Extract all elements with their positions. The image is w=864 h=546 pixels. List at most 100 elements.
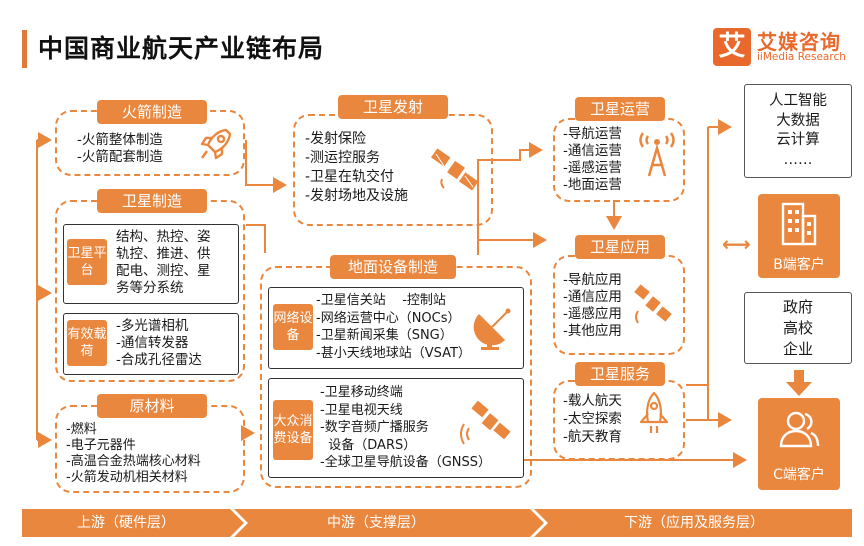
satellite-services-title: 卫星服务 (575, 362, 665, 386)
services-item: -航天教育 (563, 429, 622, 445)
rocket-items: -火箭整体制造 -火箭配套制造 (77, 132, 163, 166)
applications-items: -导航应用 -通信应用 -遥感应用 -其他应用 (563, 272, 622, 340)
rocket-item: -火箭配套制造 (77, 149, 163, 165)
satellite-platform-lines: 结构、热控、姿 轨控、推进、供 配电、测控、星 务等分系统 (116, 229, 211, 297)
applications-item: -导航应用 (563, 272, 622, 288)
c-customer-label: C端客户 (773, 467, 825, 483)
consumer-item: -数字音频广播服务 (320, 420, 429, 435)
platform-line: 轨控、推进、供 (116, 246, 211, 262)
footer-upstream-label: 上游（硬件层） (77, 515, 175, 531)
tech-item: 云计算 (776, 132, 820, 148)
consumer-item: -全球卫星导航设备（GNSS） (320, 455, 491, 470)
applications-item: -遥感应用 (563, 306, 622, 322)
operations-item: -通信运营 (563, 143, 622, 159)
network-item: -卫星信关站 -控制站 (316, 293, 446, 308)
mid-to-ops-arrow (477, 142, 543, 255)
launch-item: -测运控服务 (305, 150, 381, 166)
title-accent-bar (22, 30, 27, 68)
users-icon (779, 411, 820, 448)
b-customer-box (758, 194, 840, 278)
tech-item: 大数据 (776, 112, 820, 129)
platform-line: 结构、热控、姿 (116, 229, 211, 245)
payload-item: -通信转发器 (116, 335, 189, 351)
rocket-manufacturing-title: 火箭制造 (97, 100, 207, 124)
materials-item: -电子元器件 (66, 438, 136, 453)
satellite-signal-icon (460, 400, 511, 445)
satellite-manufacturing-title: 卫星制造 (97, 189, 207, 213)
org-to-c-arrow (786, 370, 812, 396)
tech-item: 人工智能 (769, 93, 827, 109)
operations-items: -导航运营 -通信运营 -遥感运营 -地面运营 (563, 126, 622, 194)
materials-item: -高温合金热端核心材料 (66, 454, 201, 469)
raw-materials-title: 原材料 (97, 394, 207, 418)
b-customer-label: B端客户 (773, 257, 825, 273)
services-item: -载人航天 (563, 393, 622, 409)
brand-logo-mark: 艾 (713, 28, 751, 66)
org-item: 政府 (782, 298, 813, 316)
satellite-icon (431, 148, 479, 191)
satellite-applications-title: 卫星应用 (575, 235, 665, 259)
payload-items: -多光谱相机 -通信转发器 -合成孔径雷达 (116, 318, 202, 369)
network-equipment-label: 网络设备 (273, 304, 313, 350)
satellite-dish-icon (473, 308, 511, 350)
applications-item: -其他应用 (563, 323, 622, 339)
brand-name-cn: 艾媒咨询 (757, 30, 841, 54)
org-item: 高校 (782, 319, 813, 337)
consumer-item: 设备（DARS） (320, 437, 417, 453)
satellite-app-icon (634, 284, 672, 324)
footer-upstream-segment (22, 509, 244, 537)
payload-item: -合成孔径雷达 (116, 352, 202, 368)
tech-box (744, 84, 852, 178)
tech-item: …… (783, 151, 813, 168)
footer-downstream-label: 下游（应用及服务层） (624, 515, 764, 531)
footer-band (22, 509, 852, 537)
satellite-operations-title: 卫星运营 (575, 97, 665, 121)
launch-item: -发射保险 (305, 131, 367, 147)
services-items: -载人航天 -太空探索 -航天教育 (563, 392, 622, 446)
operations-item: -导航运营 (563, 126, 622, 142)
applications-item: -通信应用 (563, 289, 622, 305)
operations-item: -遥感运营 (563, 160, 622, 176)
building-icon (781, 202, 817, 246)
satellite-platform-label: 卫星平台 (67, 239, 107, 285)
b-customer-double-arrow: ⟷ (722, 232, 751, 256)
platform-line: 务等分系统 (116, 280, 184, 296)
materials-item: -火箭发动机相关材料 (66, 470, 188, 485)
rocket-item: -火箭整体制造 (77, 132, 163, 148)
rocket-icon (200, 128, 232, 160)
launch-items: -发射保险 -测运控服务 -卫星在轨交付 -发射场地及设施 (305, 130, 408, 206)
network-item: -甚小天线地球站（VSAT） (316, 345, 471, 361)
consumer-equipment-box (268, 378, 524, 478)
brand-name-en: iiMedia Research (757, 51, 846, 63)
materials-item: -燃料 (66, 422, 97, 437)
org-items: 政府 高校 企业 (744, 297, 852, 360)
consumer-item: -卫星移动终端 (320, 385, 403, 400)
network-item: -卫星新闻采集（SNG） (316, 328, 453, 343)
launch-item: -卫星在轨交付 (305, 169, 395, 185)
platform-line: 配电、测控、星 (116, 263, 211, 279)
consumer-equipment-label: 大众消费设备 (273, 400, 313, 460)
payload-item: -多光谱相机 (116, 318, 189, 334)
services-item: -太空探索 (563, 411, 622, 427)
consumer-items: -卫星移动终端 -卫星电视天线 -数字音频广播服务 设备（DARS） -全球卫星… (320, 384, 491, 472)
network-items: -卫星信关站 -控制站 -网络运营中心（NOCs） -卫星新闻采集（SNG） -… (316, 292, 471, 362)
tech-items: 人工智能 大数据 云计算 …… (744, 92, 852, 170)
footer-midstream-label: 中游（支撑层） (327, 515, 425, 531)
footer-midstream-segment (234, 509, 544, 537)
consumer-item: -卫星电视天线 (320, 402, 403, 418)
ground-equipment-title: 地面设备制造 (330, 255, 456, 279)
footer-downstream-segment (534, 509, 852, 537)
org-box (744, 292, 852, 364)
payload-label: 有效载荷 (67, 320, 107, 366)
operations-item: -地面运营 (563, 177, 622, 193)
launch-item: -发射场地及设施 (305, 188, 409, 204)
org-item: 企业 (782, 340, 813, 358)
rocket-to-launch-arrow (245, 140, 287, 193)
raw-materials-items: -燃料 -电子元器件 -高温合金热端核心材料 -火箭发动机相关材料 (66, 422, 201, 486)
page-title: 中国商业航天产业链布局 (38, 34, 325, 63)
rocket-launch-icon (639, 391, 669, 433)
antenna-tower-icon (639, 132, 675, 177)
network-item: -网络运营中心（NOCs） (316, 310, 461, 326)
satellite-launch-title: 卫星发射 (338, 95, 448, 119)
